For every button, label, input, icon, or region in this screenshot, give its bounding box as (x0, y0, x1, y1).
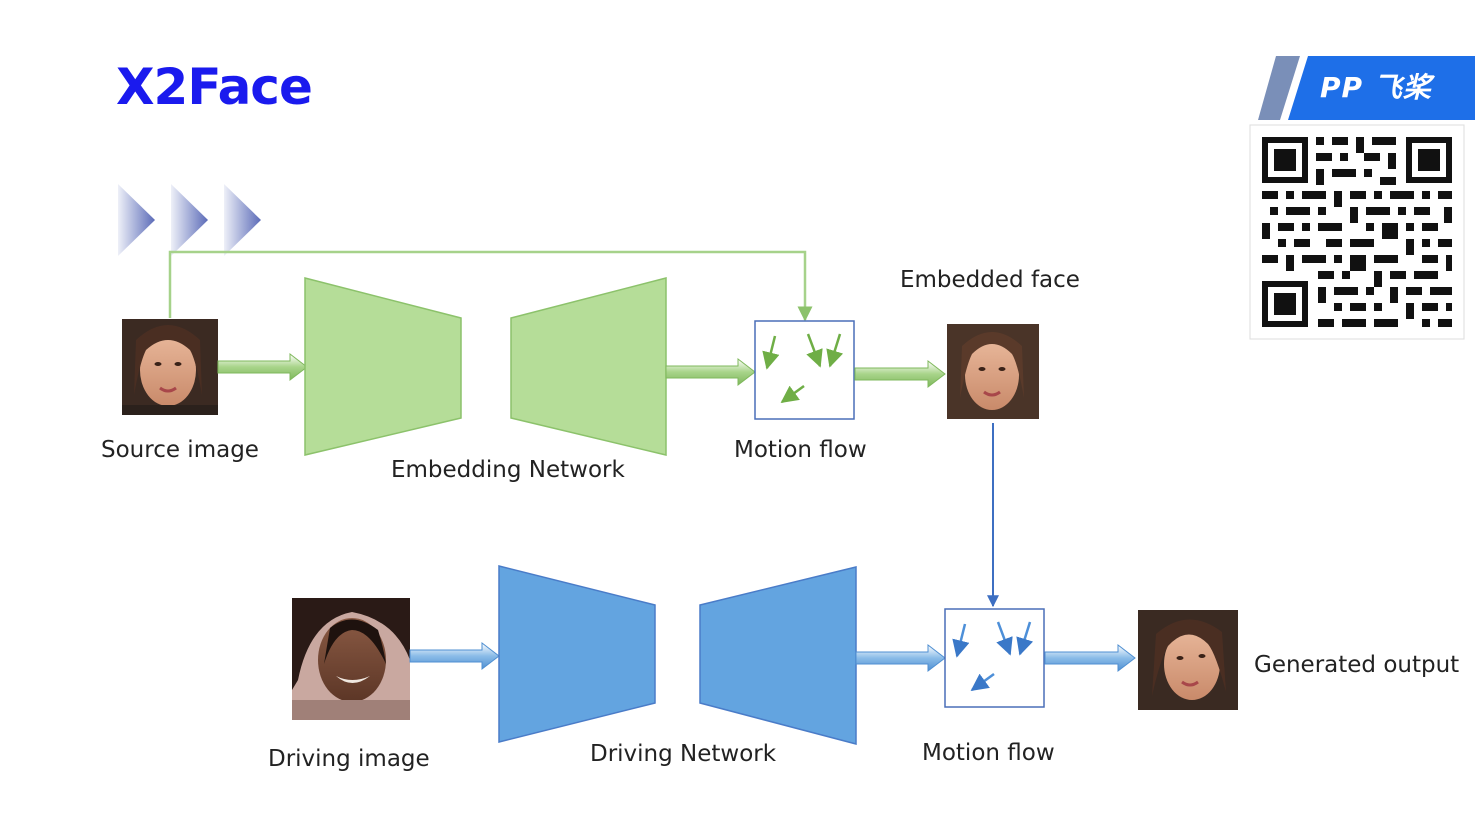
motion-arrow-icon (952, 623, 970, 658)
motion-flow-top-label: Motion flow (734, 437, 867, 463)
motion-arrow-icon (780, 384, 805, 404)
motion-arrow-icon (806, 333, 823, 368)
driving-image (292, 598, 410, 720)
motion-flow-bottom-label: Motion flow (922, 740, 1055, 766)
driving-network-label: Driving Network (590, 741, 777, 767)
logo-text: PP 飞桨 (1320, 66, 1432, 106)
motion-arrow-icon (1016, 621, 1034, 656)
slide-title: X2Face (116, 58, 313, 116)
generated-output-image (1138, 610, 1238, 710)
motion-arrow-icon (996, 621, 1013, 656)
motion-flow-box-bottom (944, 608, 1045, 708)
driving-decoder (699, 566, 857, 745)
chevron-right-icon (118, 184, 155, 256)
qr-code-icon (1249, 124, 1465, 340)
driving-image-label: Driving image (268, 746, 430, 772)
driving-encoder (498, 565, 656, 743)
arrow-motion-to-embedded (854, 359, 946, 389)
arrow-source-to-embedding (217, 352, 308, 382)
arrow-driving-to-network (409, 641, 500, 671)
motion-arrow-icon (762, 335, 780, 370)
logo-mark: PP (1320, 71, 1364, 104)
motion-flow-box-top (754, 320, 855, 420)
source-image (122, 319, 218, 415)
paddle-logo (1258, 56, 1475, 120)
motion-arrow-icon (970, 672, 995, 692)
generated-output-label: Generated output (1254, 652, 1460, 678)
arrow-motion-to-output (1044, 643, 1136, 673)
embedded-face-image (947, 324, 1039, 419)
logo-chinese: 飞桨 (1373, 71, 1432, 104)
chevron-decoration (118, 184, 261, 256)
chevron-right-icon (224, 184, 261, 256)
embedding-decoder (510, 277, 667, 456)
arrow-embedding-to-motion (665, 357, 756, 387)
embedding-encoder (304, 277, 462, 456)
motion-arrow-icon (826, 333, 844, 368)
source-image-label: Source image (101, 437, 259, 463)
chevron-right-icon (171, 184, 208, 256)
embedded-face-label: Embedded face (900, 267, 1080, 293)
embedding-network-label: Embedding Network (391, 457, 625, 483)
arrow-network-to-motion (855, 643, 946, 673)
skip-connection-line (168, 250, 813, 322)
